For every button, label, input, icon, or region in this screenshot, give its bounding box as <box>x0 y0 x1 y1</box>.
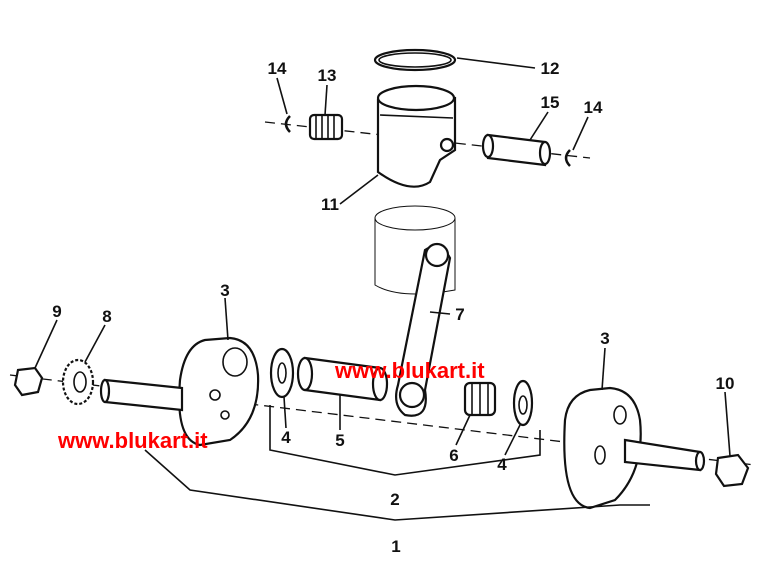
piston-ghost <box>374 205 456 295</box>
label-small-end-bearing: 13 <box>318 66 337 85</box>
label-washer-left: 4 <box>281 428 291 447</box>
watermark-top: www.blukart.it <box>334 358 485 383</box>
thrust-washer-right <box>512 379 534 427</box>
label-circlip-left: 14 <box>268 59 287 78</box>
label-circlip-right: 14 <box>584 98 603 117</box>
label-crankshaft-assembly: 1 <box>391 537 400 556</box>
label-nut-left: 9 <box>52 302 61 321</box>
left-flywheel <box>99 336 260 447</box>
piston <box>376 84 457 188</box>
piston-pin <box>481 133 552 167</box>
thrust-washer-left <box>269 347 295 399</box>
gear <box>61 358 95 406</box>
label-crank-pin: 5 <box>335 431 344 450</box>
label-piston-pin: 15 <box>541 93 560 112</box>
label-rod-assembly: 2 <box>390 490 399 509</box>
label-big-end-bearing: 6 <box>449 446 458 465</box>
big-end-needle-bearing <box>463 381 497 417</box>
label-flywheel-right: 3 <box>600 329 609 348</box>
watermark-bottom: www.blukart.it <box>57 428 208 453</box>
label-gear: 8 <box>102 307 111 326</box>
label-piston: 11 <box>321 195 339 214</box>
piston-ring <box>373 48 457 72</box>
circlip-right <box>564 149 571 167</box>
label-washer-right: 4 <box>497 455 507 474</box>
circlip-left <box>284 115 291 133</box>
right-flywheel <box>563 386 706 510</box>
connecting-rod <box>395 242 452 417</box>
nut-right <box>714 453 750 488</box>
small-end-needle-bearing <box>308 113 344 141</box>
label-piston-ring: 12 <box>541 59 560 78</box>
label-flywheel-left: 3 <box>220 281 229 300</box>
nut-left <box>13 366 44 397</box>
leader-lines <box>34 57 731 521</box>
label-connecting-rod: 7 <box>455 305 464 324</box>
label-nut-right: 10 <box>716 374 735 393</box>
crank-pin <box>296 356 389 402</box>
